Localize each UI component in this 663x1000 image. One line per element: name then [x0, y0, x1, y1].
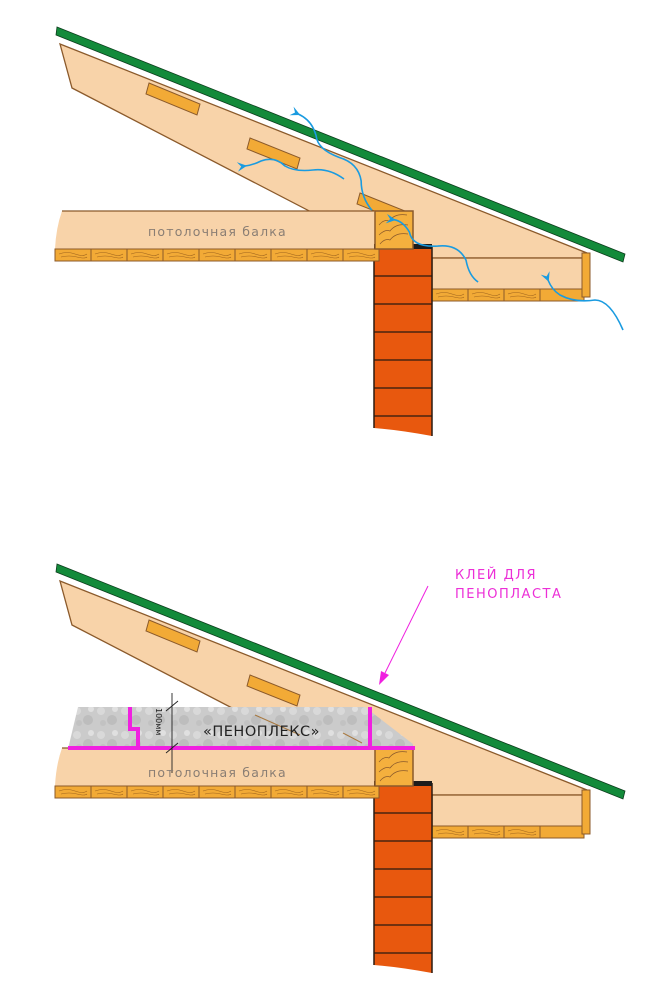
glue-callout-arrowhead — [379, 671, 389, 685]
thickness-label: 100мм — [154, 708, 163, 735]
insulation-label: «ПЕНОПЛЕКС» — [203, 724, 320, 740]
ceiling-beam-label: потолочная балка — [148, 224, 287, 239]
airflow-arrow — [385, 213, 479, 283]
ceiling-beam-label: потолочная балка — [148, 765, 287, 780]
glue-layer — [68, 707, 415, 750]
foam-insulation — [68, 707, 413, 749]
airflow-arrow — [540, 271, 624, 331]
diagram-insulated-eaves: «ПЕНОПЛЕКС» 100мм потолочная балка КЛЕЙ … — [55, 564, 625, 973]
eaves-assembly — [55, 27, 625, 436]
glue-callout-line1: КЛЕЙ ДЛЯ — [455, 567, 537, 583]
diagram-ventilated-eaves: потолочная балка — [55, 27, 625, 436]
airflow-arrow — [289, 106, 373, 211]
eaves-assembly — [55, 564, 625, 973]
airflow-arrows — [236, 106, 624, 331]
glue-callout-line2: ПЕНОПЛАСТА — [455, 587, 562, 602]
thickness-dimension — [165, 693, 179, 773]
glue-callout-leader — [384, 585, 429, 674]
airflow-arrow — [236, 158, 345, 180]
